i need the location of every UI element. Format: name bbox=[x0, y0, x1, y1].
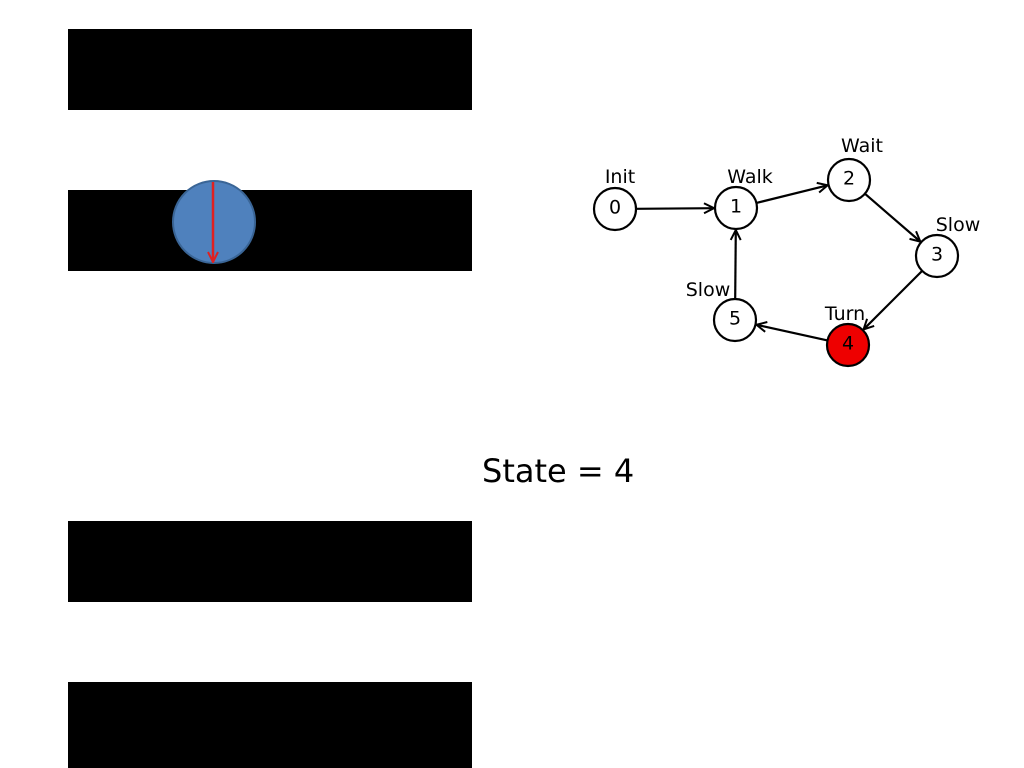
state-transitions bbox=[635, 185, 923, 342]
state-node-2: 2 Wait bbox=[826, 135, 883, 203]
state-node-label: Init bbox=[605, 166, 635, 188]
state-node-circle bbox=[592, 186, 638, 232]
state-node-number: 2 bbox=[843, 168, 855, 190]
state-node-3: 3 Slow bbox=[914, 214, 981, 279]
state-node-circle bbox=[713, 185, 759, 231]
state-readout-value: 4 bbox=[613, 452, 635, 490]
state-node-label: Slow bbox=[686, 279, 731, 301]
state-node-0: 0 Init bbox=[592, 166, 638, 232]
transition-1-to-2 bbox=[756, 185, 827, 205]
state-node-number: 4 bbox=[842, 333, 854, 355]
state-node-label: Walk bbox=[727, 166, 773, 188]
transition-2-to-3 bbox=[864, 192, 920, 242]
state-node-label: Slow bbox=[936, 214, 981, 236]
state-node-label: Turn bbox=[824, 303, 865, 325]
state-node-1: 1 Walk bbox=[713, 166, 773, 231]
state-node-label: Wait bbox=[841, 135, 883, 157]
state-node-circle bbox=[914, 233, 960, 279]
state-node-number: 5 bbox=[729, 308, 741, 330]
black-bar-4 bbox=[68, 682, 472, 768]
transition-3-to-4 bbox=[864, 270, 923, 330]
ball bbox=[172, 180, 256, 264]
state-node-4: 4 Turn bbox=[824, 303, 871, 368]
state-readout-prefix: State = bbox=[482, 452, 614, 490]
state-node-number: 0 bbox=[609, 197, 621, 219]
state-node-number: 1 bbox=[730, 196, 742, 218]
black-bar-3 bbox=[68, 521, 472, 602]
state-node-circle bbox=[826, 157, 872, 203]
state-readout: State = 4 bbox=[482, 452, 634, 490]
state-node-5: 5 Slow bbox=[686, 279, 758, 343]
transition-0-to-1 bbox=[635, 208, 714, 209]
transition-5-to-1 bbox=[735, 230, 736, 300]
state-node-number: 3 bbox=[931, 244, 943, 266]
transition-4-to-5 bbox=[756, 325, 828, 342]
black-bar-2 bbox=[68, 190, 472, 271]
black-bar-1 bbox=[68, 29, 472, 110]
state-node-circle bbox=[712, 297, 758, 343]
state-node-circle bbox=[825, 322, 871, 368]
